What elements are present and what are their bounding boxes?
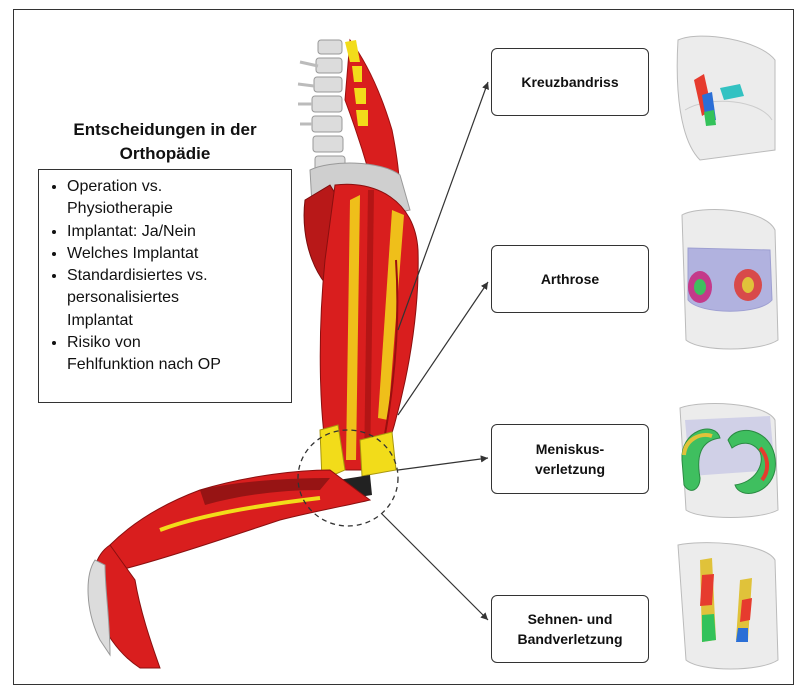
decision-item-continued: Physiotherapie (67, 198, 285, 220)
thumbnail-arthrosis (682, 210, 778, 349)
decisions-heading: Entscheidungen in der Orthopädie (40, 118, 290, 166)
spine-illustration (298, 40, 345, 172)
decisions-list: Operation vs. Physiotherapie Implantat: … (51, 176, 285, 377)
condition-box-meniscus-injury: Meniskus- verletzung (491, 424, 649, 494)
condition-box-cruciate-ligament-tear: Kreuzbandriss (491, 48, 649, 116)
decision-item: Standardisiertes vs. (67, 265, 285, 287)
thumbnail-cruciate-ligament (677, 36, 775, 160)
decisions-list-box: Operation vs. Physiotherapie Implantat: … (38, 169, 292, 403)
condition-label: Kreuzbandriss (521, 72, 618, 92)
heading-line-2: Orthopädie (40, 142, 290, 166)
heading-line-1: Entscheidungen in der (40, 118, 290, 142)
decision-item: Operation vs. (67, 176, 285, 198)
decision-item: Risiko von (67, 332, 285, 354)
condition-box-tendon-ligament-injury: Sehnen- und Bandverletzung (491, 595, 649, 663)
decision-item: Welches Implantat (67, 243, 285, 265)
condition-label: Sehnen- und Bandverletzung (517, 609, 622, 649)
thumbnail-meniscus (680, 404, 778, 518)
decision-item-continued: Implantat (67, 310, 285, 332)
condition-box-arthrosis: Arthrose (491, 245, 649, 313)
thumbnail-tendon-ligament (678, 543, 778, 669)
condition-label: Arthrose (541, 269, 599, 289)
decision-item: Implantat: Ja/Nein (67, 221, 285, 243)
condition-label: Meniskus- verletzung (535, 439, 605, 479)
decision-item-continued: Fehlfunktion nach OP (67, 354, 285, 376)
decision-item-continued: personalisiertes (67, 287, 285, 309)
